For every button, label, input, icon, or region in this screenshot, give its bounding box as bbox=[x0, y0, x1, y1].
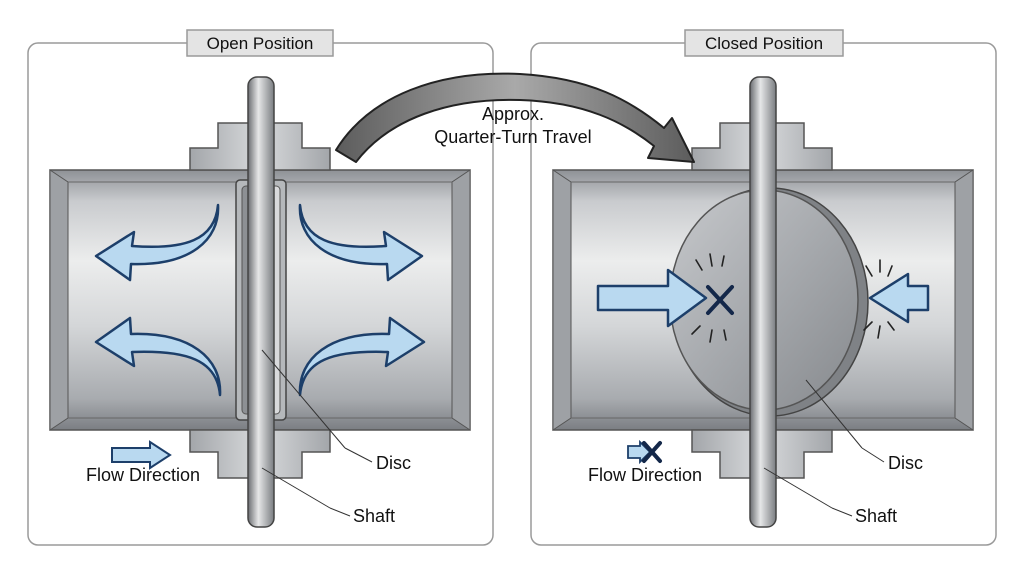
open-disc-label: Disc bbox=[376, 453, 411, 473]
flow-arrow-blocked-right bbox=[868, 272, 930, 324]
closed-flow-arrows bbox=[596, 268, 930, 328]
open-shaft-label: Shaft bbox=[353, 506, 395, 526]
closed-disc-leader bbox=[805, 379, 863, 449]
closed-panel: Flow Direction Disc Shaft Closed Positio… bbox=[530, 29, 997, 546]
flow-arrow-blocked-left bbox=[596, 268, 708, 328]
open-title-tab bbox=[186, 29, 334, 57]
closed-disc-label: Disc bbox=[888, 453, 923, 473]
open-flow-direction-label: Flow Direction bbox=[86, 465, 200, 485]
open-disc-leader bbox=[261, 349, 346, 449]
open-shaft-leader bbox=[261, 467, 331, 509]
closed-flow-direction-label: Flow Direction bbox=[588, 465, 702, 485]
open-panel: Flow Direction Disc Shaft Open Position bbox=[27, 29, 494, 546]
flow-arrow-down-left bbox=[94, 316, 222, 397]
closed-shaft-label: Shaft bbox=[855, 506, 897, 526]
flow-direction-arrow-icon bbox=[111, 440, 172, 470]
flow-arrow-up-left bbox=[94, 203, 220, 282]
travel-label-line2: Quarter-Turn Travel bbox=[434, 127, 591, 147]
quarter-turn-arrow bbox=[335, 72, 695, 163]
closed-title-tab bbox=[684, 29, 844, 57]
open-flow-arrows bbox=[94, 203, 426, 397]
flow-arrow-up-right bbox=[298, 203, 424, 282]
travel-label-line1: Approx. bbox=[482, 104, 544, 124]
impact-lines-right bbox=[863, 259, 895, 339]
impact-lines-left bbox=[691, 253, 727, 343]
closed-position-title: Closed Position bbox=[705, 34, 823, 53]
closed-shaft-leader bbox=[763, 467, 833, 509]
blocked-x-icon bbox=[706, 285, 734, 315]
open-position-title: Open Position bbox=[207, 34, 314, 53]
open-shaft bbox=[247, 76, 275, 528]
closed-shaft bbox=[749, 76, 777, 528]
flow-arrow-down-right bbox=[298, 316, 426, 397]
flow-direction-x-icon bbox=[642, 441, 662, 463]
